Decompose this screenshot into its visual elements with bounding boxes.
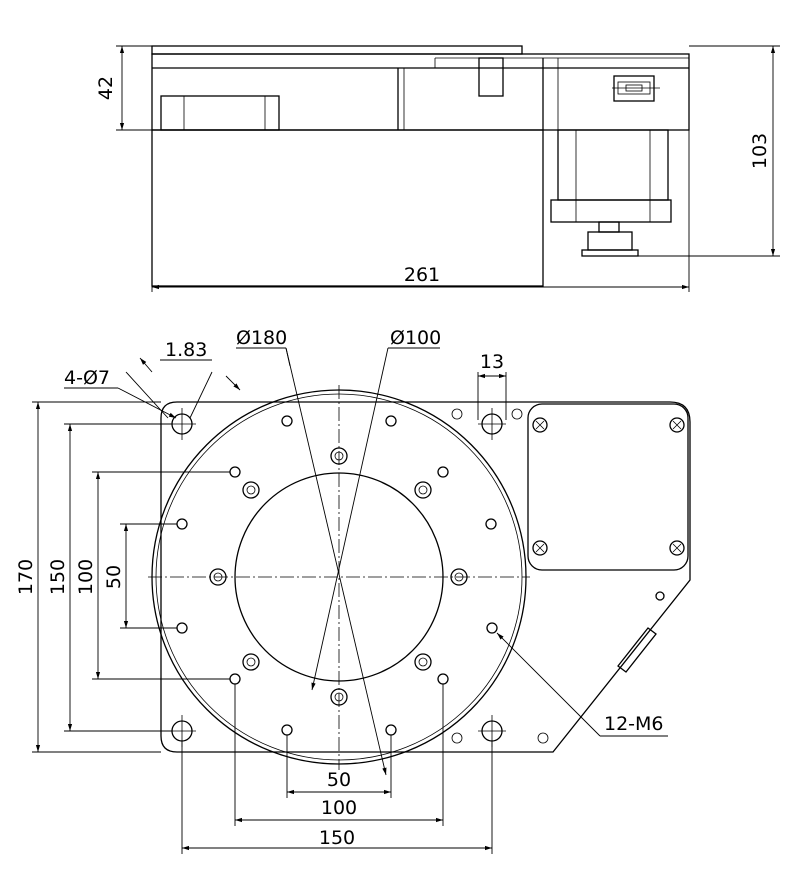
lower-body [151,129,544,287]
counterbore-holes [209,447,468,706]
connector-icon [612,75,660,102]
thread-callout: 12-M6 [604,713,664,735]
outer-diameter-label: Ø180 [236,327,287,349]
dim-50-v: 50 [103,565,125,589]
dim-42: 42 [95,76,117,100]
motor-plate [527,403,689,571]
dim-170: 170 [15,559,37,595]
top-view: 170 150 100 50 50 100 150 13 4 [15,327,691,854]
dim-100-h: 100 [321,797,357,819]
dim-100-v: 100 [75,559,97,595]
corner-holes [168,408,549,747]
dim-150-h: 150 [319,827,355,849]
upper-body [151,53,690,131]
motor-screws [532,417,685,556]
side-block [160,95,280,131]
top-plate [151,45,523,55]
inner-diameter-label: Ø100 [390,327,441,349]
base-outline [160,401,691,753]
dim-103: 103 [749,133,771,169]
dim-150-v: 150 [47,559,69,595]
motor [550,129,672,257]
dim-261: 261 [404,264,440,286]
side-connector [617,591,665,673]
dim-13: 13 [480,351,504,373]
dim-50-h: 50 [327,769,351,791]
hole-callout: 4-Ø7 [64,367,110,389]
slot [478,57,504,97]
side-view: 42 103 261 [95,45,780,292]
chamfer-callout: 1.83 [165,339,207,361]
